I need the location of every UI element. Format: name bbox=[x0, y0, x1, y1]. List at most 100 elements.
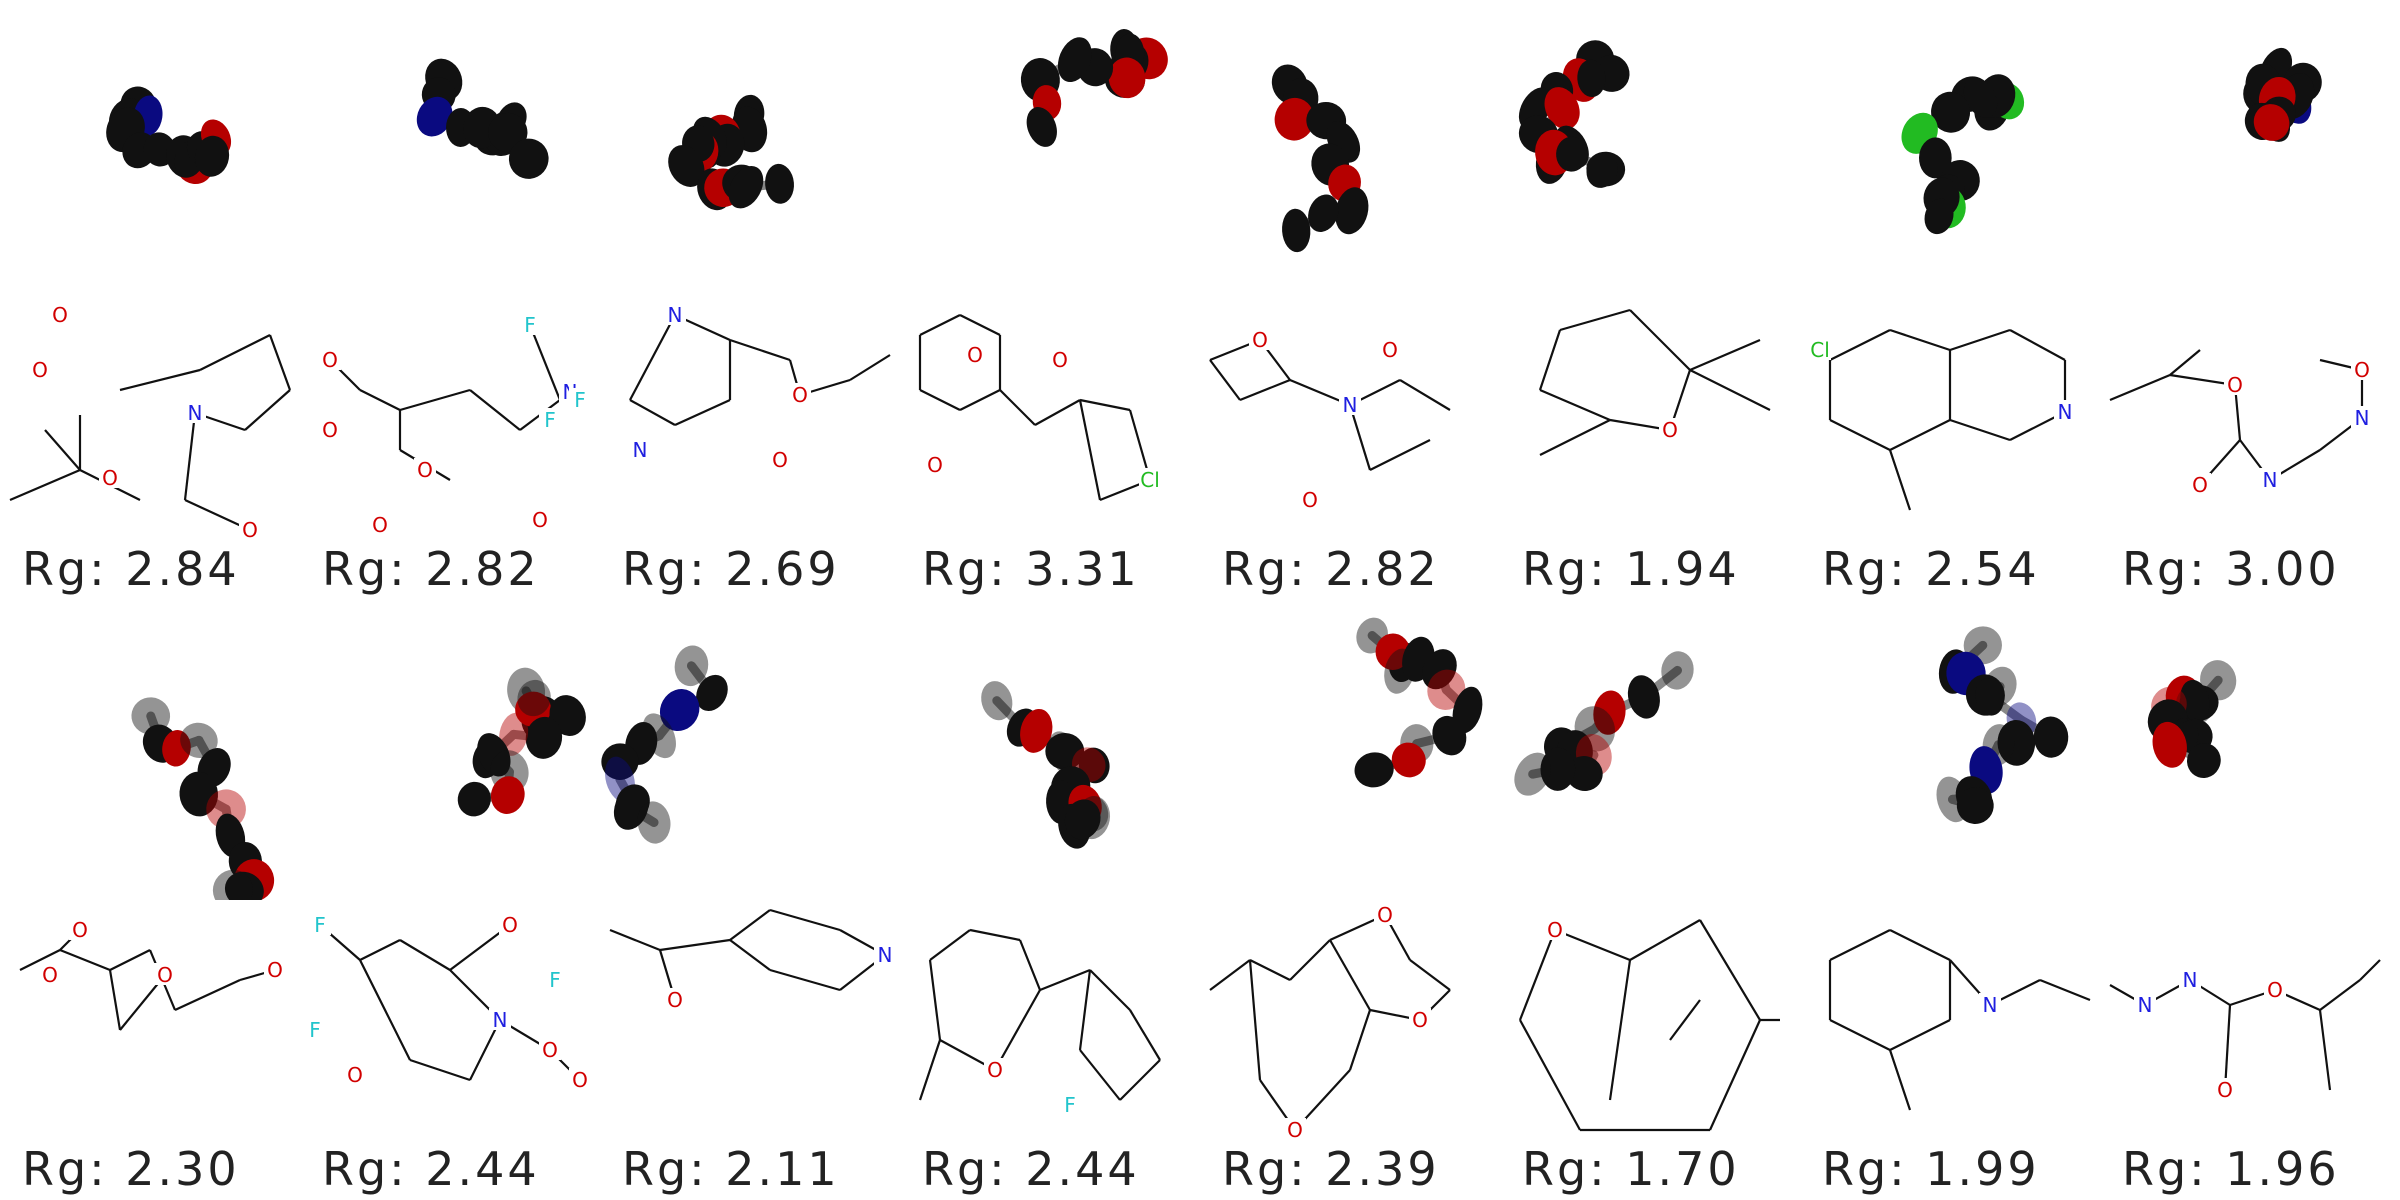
skeleton-mol-2-5: OOO bbox=[1209, 903, 1451, 1140]
bond-2d bbox=[919, 314, 961, 336]
atom-3d bbox=[1422, 649, 1457, 690]
rg-label: Rg: 2.44 bbox=[922, 1142, 1140, 1196]
atom-3d bbox=[1514, 752, 1551, 796]
atom-3d bbox=[1282, 208, 1311, 253]
skeleton-mol-1-1: OONOOO bbox=[9, 303, 292, 540]
rg-prefix: Rg: bbox=[922, 1142, 1026, 1196]
atom-label-n: N bbox=[2355, 406, 2370, 430]
ball-stick-mol-2-6 bbox=[1514, 651, 1694, 796]
ball-stick-mol-1-4 bbox=[1020, 29, 1168, 147]
atom-label-n: N bbox=[2058, 400, 2073, 424]
skeleton-mol-2-3: NO bbox=[609, 908, 896, 1012]
atom-bg bbox=[39, 963, 61, 985]
atom-label-o: O bbox=[1302, 488, 1318, 512]
rg-label: Rg: 2.30 bbox=[22, 1142, 240, 1196]
render-3d-mol-2-5 bbox=[1200, 600, 1500, 900]
skeleton-mol-1-6: O bbox=[1538, 308, 1771, 456]
atom-label-o: O bbox=[667, 988, 683, 1012]
rg-prefix: Rg: bbox=[1822, 1142, 1926, 1196]
atom-3d bbox=[1057, 37, 1092, 83]
atom-bg bbox=[529, 508, 551, 530]
atom-label-o: O bbox=[72, 918, 88, 942]
bond-2d bbox=[1559, 308, 1631, 332]
atom-bg bbox=[499, 913, 521, 935]
bond-2d bbox=[1239, 378, 1291, 402]
atom-label-o: O bbox=[32, 358, 48, 382]
atom-bg bbox=[69, 918, 91, 940]
bond-2d bbox=[1829, 929, 1891, 961]
atom-3d bbox=[1335, 187, 1369, 235]
rg-value: 3.31 bbox=[1025, 542, 1140, 596]
atom-label-o: O bbox=[502, 913, 518, 937]
atom-3d bbox=[1432, 715, 1467, 756]
atom-3d bbox=[2180, 679, 2210, 722]
atom-3d bbox=[1020, 708, 1053, 753]
rg-value: 2.54 bbox=[1925, 542, 2040, 596]
atom-bg bbox=[2351, 406, 2373, 428]
atom-3d bbox=[162, 730, 191, 767]
bond-2d bbox=[1018, 939, 1042, 991]
atom-label-n: N bbox=[1343, 393, 1358, 417]
bond-2d bbox=[359, 939, 401, 961]
atom-3d bbox=[1427, 669, 1466, 710]
bond-2d bbox=[1089, 969, 1131, 1011]
atom-label-o: O bbox=[1662, 418, 1678, 442]
render-3d-mol-1-6 bbox=[1500, 0, 1800, 300]
atom-3d bbox=[981, 681, 1013, 721]
atom-label-o: O bbox=[322, 348, 338, 372]
bond-2d bbox=[359, 389, 401, 411]
bond-2d bbox=[1888, 449, 1912, 511]
atom-3d bbox=[1308, 194, 1339, 233]
bond-2d bbox=[1889, 328, 1951, 352]
atom-3d bbox=[674, 645, 709, 687]
bond-2d bbox=[918, 1039, 942, 1101]
rg-value: 1.94 bbox=[1625, 542, 1740, 596]
atom-label-o: O bbox=[1377, 903, 1393, 927]
atom-bg bbox=[1339, 393, 1361, 415]
atom-label-o: O bbox=[372, 513, 388, 537]
atom-label-o: O bbox=[792, 383, 808, 407]
bond-2d bbox=[994, 989, 1041, 1071]
rg-value: 2.11 bbox=[725, 1142, 840, 1196]
atom-label-o: O bbox=[1412, 1008, 1428, 1032]
bond-2d bbox=[108, 969, 122, 1031]
atom-3d bbox=[765, 163, 794, 204]
bond-2d bbox=[1369, 439, 1431, 471]
rg-value: 2.69 bbox=[725, 542, 840, 596]
bond-2d bbox=[1399, 379, 1451, 411]
bond-2d bbox=[1248, 959, 1262, 1081]
rg-label: Rg: 2.82 bbox=[1222, 542, 1440, 596]
bond-2d bbox=[1689, 369, 1771, 411]
atom-label-o: O bbox=[967, 343, 983, 367]
bond-2d bbox=[1209, 359, 1241, 401]
skeleton-mol-2-4: OF bbox=[918, 928, 1161, 1117]
atom-label-n: N bbox=[2183, 968, 2198, 992]
atom-3d bbox=[728, 166, 764, 209]
atom-3d bbox=[1586, 152, 1618, 188]
atom-3d bbox=[696, 674, 728, 712]
atom-3d bbox=[517, 679, 551, 717]
atom-3d bbox=[1540, 747, 1576, 791]
atom-3d bbox=[416, 96, 453, 137]
bond-2d bbox=[1629, 919, 1701, 961]
atom-bg bbox=[2214, 1078, 2236, 1100]
rg-prefix: Rg: bbox=[22, 1142, 126, 1196]
atom-label-f: F bbox=[544, 408, 556, 432]
atom-bg bbox=[1659, 418, 1681, 440]
atom-3d bbox=[1577, 59, 1606, 98]
bond-2d bbox=[2318, 1009, 2332, 1091]
render-3d-mol-2-2 bbox=[300, 600, 600, 900]
render-3d-mol-2-7 bbox=[1800, 600, 2100, 900]
bond-2d bbox=[469, 389, 521, 431]
rg-prefix: Rg: bbox=[622, 542, 726, 596]
skeleton-mol-1-7: ClN bbox=[1809, 328, 2076, 511]
rg-value: 2.82 bbox=[425, 542, 540, 596]
render-3d-mol-1-3 bbox=[600, 0, 900, 300]
